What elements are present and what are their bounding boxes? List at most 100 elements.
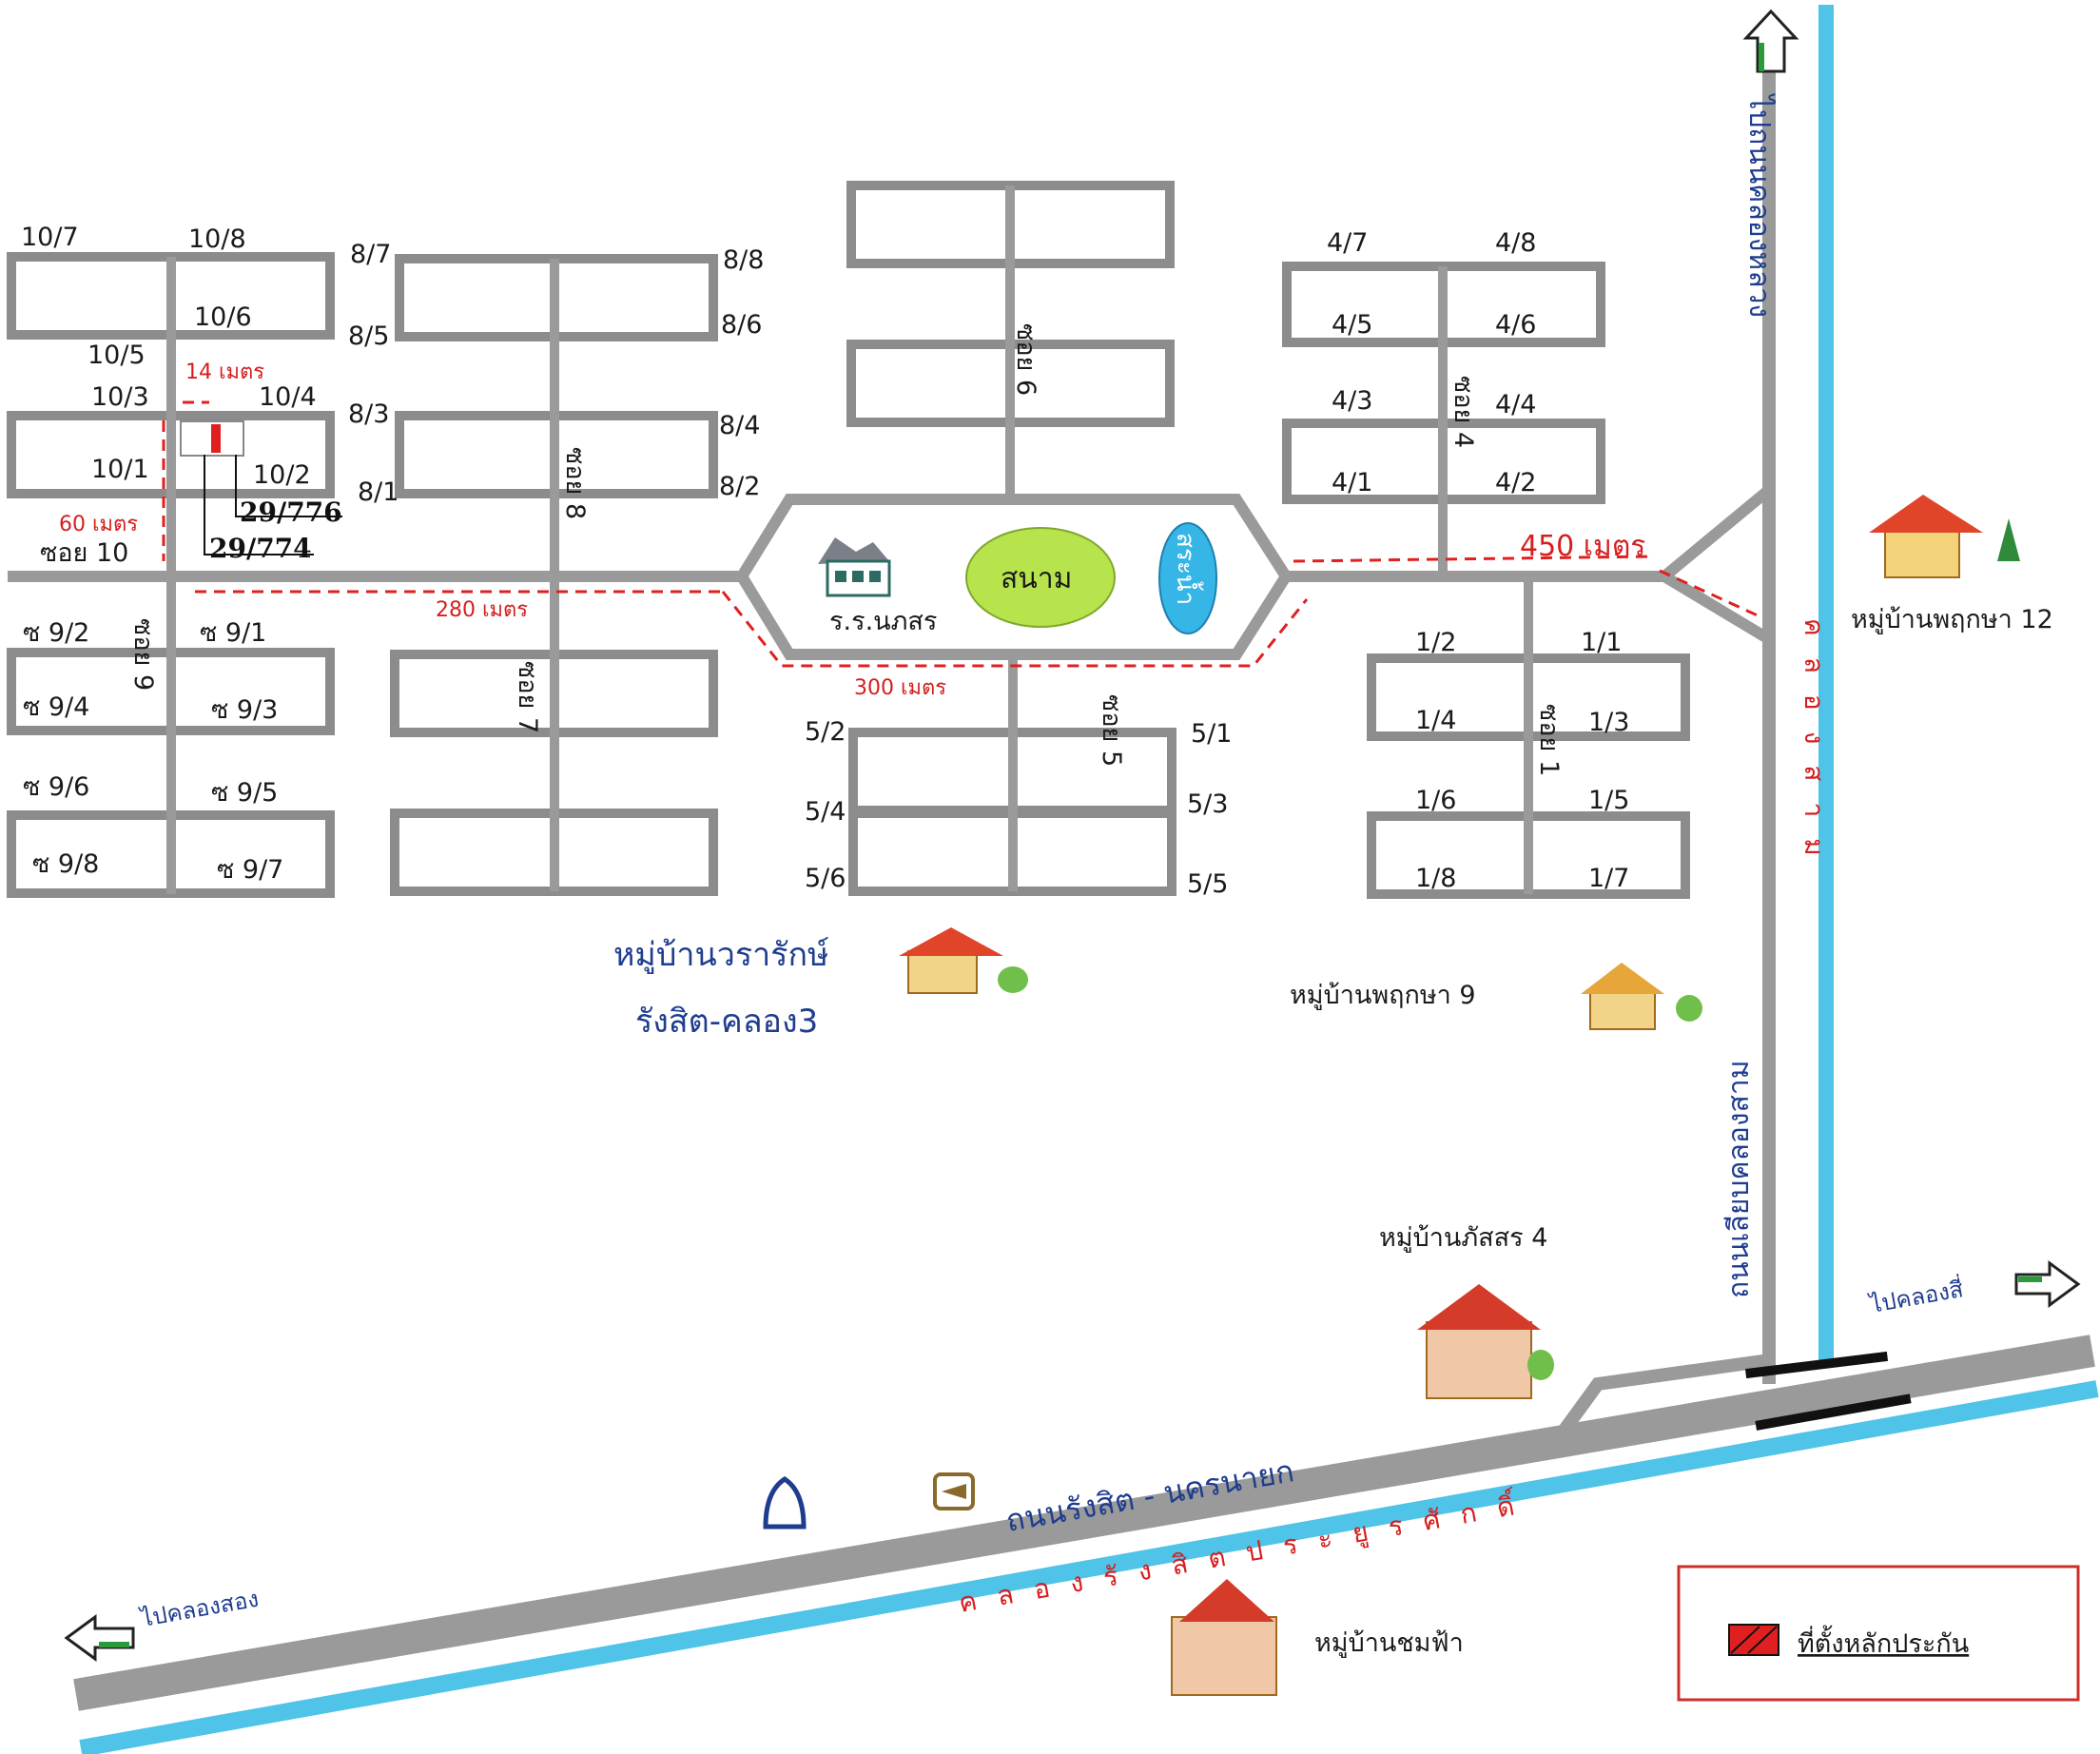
label-1-2: 1/2 [1415, 628, 1456, 657]
house-icon-chomfa [1171, 1579, 1277, 1696]
blocks-soi-1 [1367, 576, 1690, 899]
village-entry-road-upper [1661, 485, 1773, 581]
label-10-6: 10/6 [194, 302, 252, 332]
blocks-soi-10-9 [7, 252, 335, 898]
junction-spur [1554, 1354, 1770, 1441]
liab-khlong-label: ถนนเลียบคลองสาม [1722, 1061, 1756, 1299]
label-5-4: 5/4 [805, 797, 846, 827]
label-10-3: 10/3 [91, 382, 149, 412]
label-8-6: 8/6 [721, 310, 762, 340]
soi-7-label: ซอย 7 [513, 661, 542, 733]
blocks-soi-6 [846, 181, 1175, 499]
school-icon [818, 537, 891, 597]
block-labels-1: 1/2 1/1 1/4 1/3 1/6 1/5 1/8 1/7 [1415, 628, 1629, 893]
measure-280m: 280 เมตร [436, 598, 528, 622]
house-icon-warak [899, 927, 1028, 994]
legend-label: ที่ตั้งหลักประกัน [1798, 1625, 1969, 1659]
label-1-5: 1/5 [1588, 786, 1629, 815]
rangsit-nakhonnayok-road [73, 1335, 2095, 1711]
label-4-4: 4/4 [1495, 390, 1536, 419]
measure-60m: 60 เมตร [59, 513, 138, 536]
label-9-1: ซ 9/1 [200, 618, 266, 648]
label-5-6: 5/6 [805, 864, 846, 893]
label-8-8: 8/8 [723, 245, 764, 275]
block-labels-9: ซ 9/2 ซ 9/1 ซ 9/4 ซ 9/3 ซ 9/6 ซ 9/5 ซ 9/… [23, 618, 283, 885]
to-khlong4-label: ไปคลองสี่ [1866, 1273, 1966, 1318]
collateral-plot [211, 424, 221, 453]
block-labels-4: 4/7 4/8 4/5 4/6 4/3 4/4 4/1 4/2 [1327, 228, 1536, 497]
label-9-6: ซ 9/6 [23, 772, 89, 802]
label-10-7: 10/7 [21, 223, 79, 252]
canals [79, 5, 2099, 1754]
pruksa9-label: หมู่บ้านพฤกษา 9 [1290, 981, 1476, 1010]
label-4-3: 4/3 [1332, 386, 1372, 416]
khlong-sam-label: คลองสาม [1799, 618, 1830, 877]
label-8-4: 8/4 [719, 411, 760, 440]
label-4-8: 4/8 [1495, 228, 1536, 258]
label-5-1: 5/1 [1191, 719, 1232, 749]
blocks-soi-8-7 [390, 254, 718, 896]
village-entry-road-lower [1661, 571, 1773, 645]
soi-6-label: ซอย 6 [1011, 323, 1040, 396]
label-10-2: 10/2 [253, 460, 311, 490]
north-arrow-icon [1742, 9, 1799, 73]
soi-1-label: ซอย 1 [1534, 704, 1564, 776]
label-4-7: 4/7 [1327, 228, 1368, 258]
field [965, 527, 1116, 628]
block-labels-10: 10/7 10/8 10/6 10/5 10/3 10/4 10/1 10/2 [21, 223, 317, 490]
label-1-1: 1/1 [1581, 628, 1622, 657]
house-icon-pruksa12 [1869, 495, 2020, 578]
house-icon-pruksa9 [1581, 963, 1702, 1030]
plot-29-776: 29/776 [240, 497, 342, 528]
label-5-5: 5/5 [1187, 869, 1228, 899]
label-10-5: 10/5 [88, 341, 146, 370]
rangsit-canal [79, 1380, 2099, 1754]
measurement-lines [162, 400, 1760, 668]
soi-9-label: ซอย 9 [128, 618, 158, 691]
pond [1158, 522, 1217, 634]
main-roads [8, 71, 2095, 1711]
label-1-3: 1/3 [1588, 708, 1629, 737]
temple-icon [763, 1476, 807, 1530]
soi-4-label: ซอย 4 [1449, 376, 1478, 448]
soi-10-label: ซอย 10 [40, 538, 128, 568]
plot-29-774: 29/774 [209, 533, 312, 564]
soi-8-label: ซอย 8 [560, 447, 590, 519]
central-loop-road [734, 494, 1293, 660]
label-9-3: ซ 9/3 [211, 695, 278, 725]
soi-5-label: ซอย 5 [1097, 694, 1126, 767]
label-1-7: 1/7 [1588, 864, 1629, 893]
label-4-1: 4/1 [1332, 468, 1372, 497]
chomfa-label: หมู่บ้านชมฟ้า [1314, 1628, 1464, 1658]
legend: ที่ตั้งหลักประกัน [1677, 1565, 2080, 1702]
to-khlong-luang-label: ไปถนนคลองหลวง [1742, 93, 1777, 318]
label-9-5: ซ 9/5 [211, 778, 278, 808]
label-5-2: 5/2 [805, 717, 846, 747]
pond-label: สระน้ำ [1171, 533, 1204, 605]
label-10-4: 10/4 [259, 382, 317, 412]
label-1-8: 1/8 [1415, 864, 1456, 893]
label-8-1: 8/1 [358, 477, 399, 507]
label-1-6: 1/6 [1415, 786, 1456, 815]
measure-14m: 14 เมตร [185, 361, 264, 384]
label-9-7: ซ 9/7 [217, 855, 283, 885]
label-4-2: 4/2 [1495, 468, 1536, 497]
label-1-4: 1/4 [1415, 706, 1456, 735]
bridge [1744, 1351, 1889, 1379]
plot-leader-774 [204, 455, 314, 555]
plot-leader-776 [235, 455, 342, 517]
field-label: สนาม [1001, 562, 1072, 595]
blocks-soi-5 [848, 654, 1176, 896]
gas-station-icon [933, 1472, 975, 1510]
label-10-1: 10/1 [91, 455, 149, 484]
label-4-5: 4/5 [1332, 310, 1372, 340]
label-5-3: 5/3 [1187, 789, 1228, 819]
passorn4-label: หมู่บ้านภัสสร 4 [1379, 1223, 1547, 1253]
label-10-8: 10/8 [188, 224, 246, 254]
label-4-6: 4/6 [1495, 310, 1536, 340]
label-9-8: ซ 9/8 [32, 849, 99, 879]
pruksa12-label: หมู่บ้านพฤกษา 12 [1851, 605, 2053, 634]
warak-label-2: รังสิต-คลอง3 [635, 1003, 818, 1041]
house-icon-passorn4 [1417, 1284, 1554, 1399]
label-9-4: ซ 9/4 [23, 692, 89, 722]
